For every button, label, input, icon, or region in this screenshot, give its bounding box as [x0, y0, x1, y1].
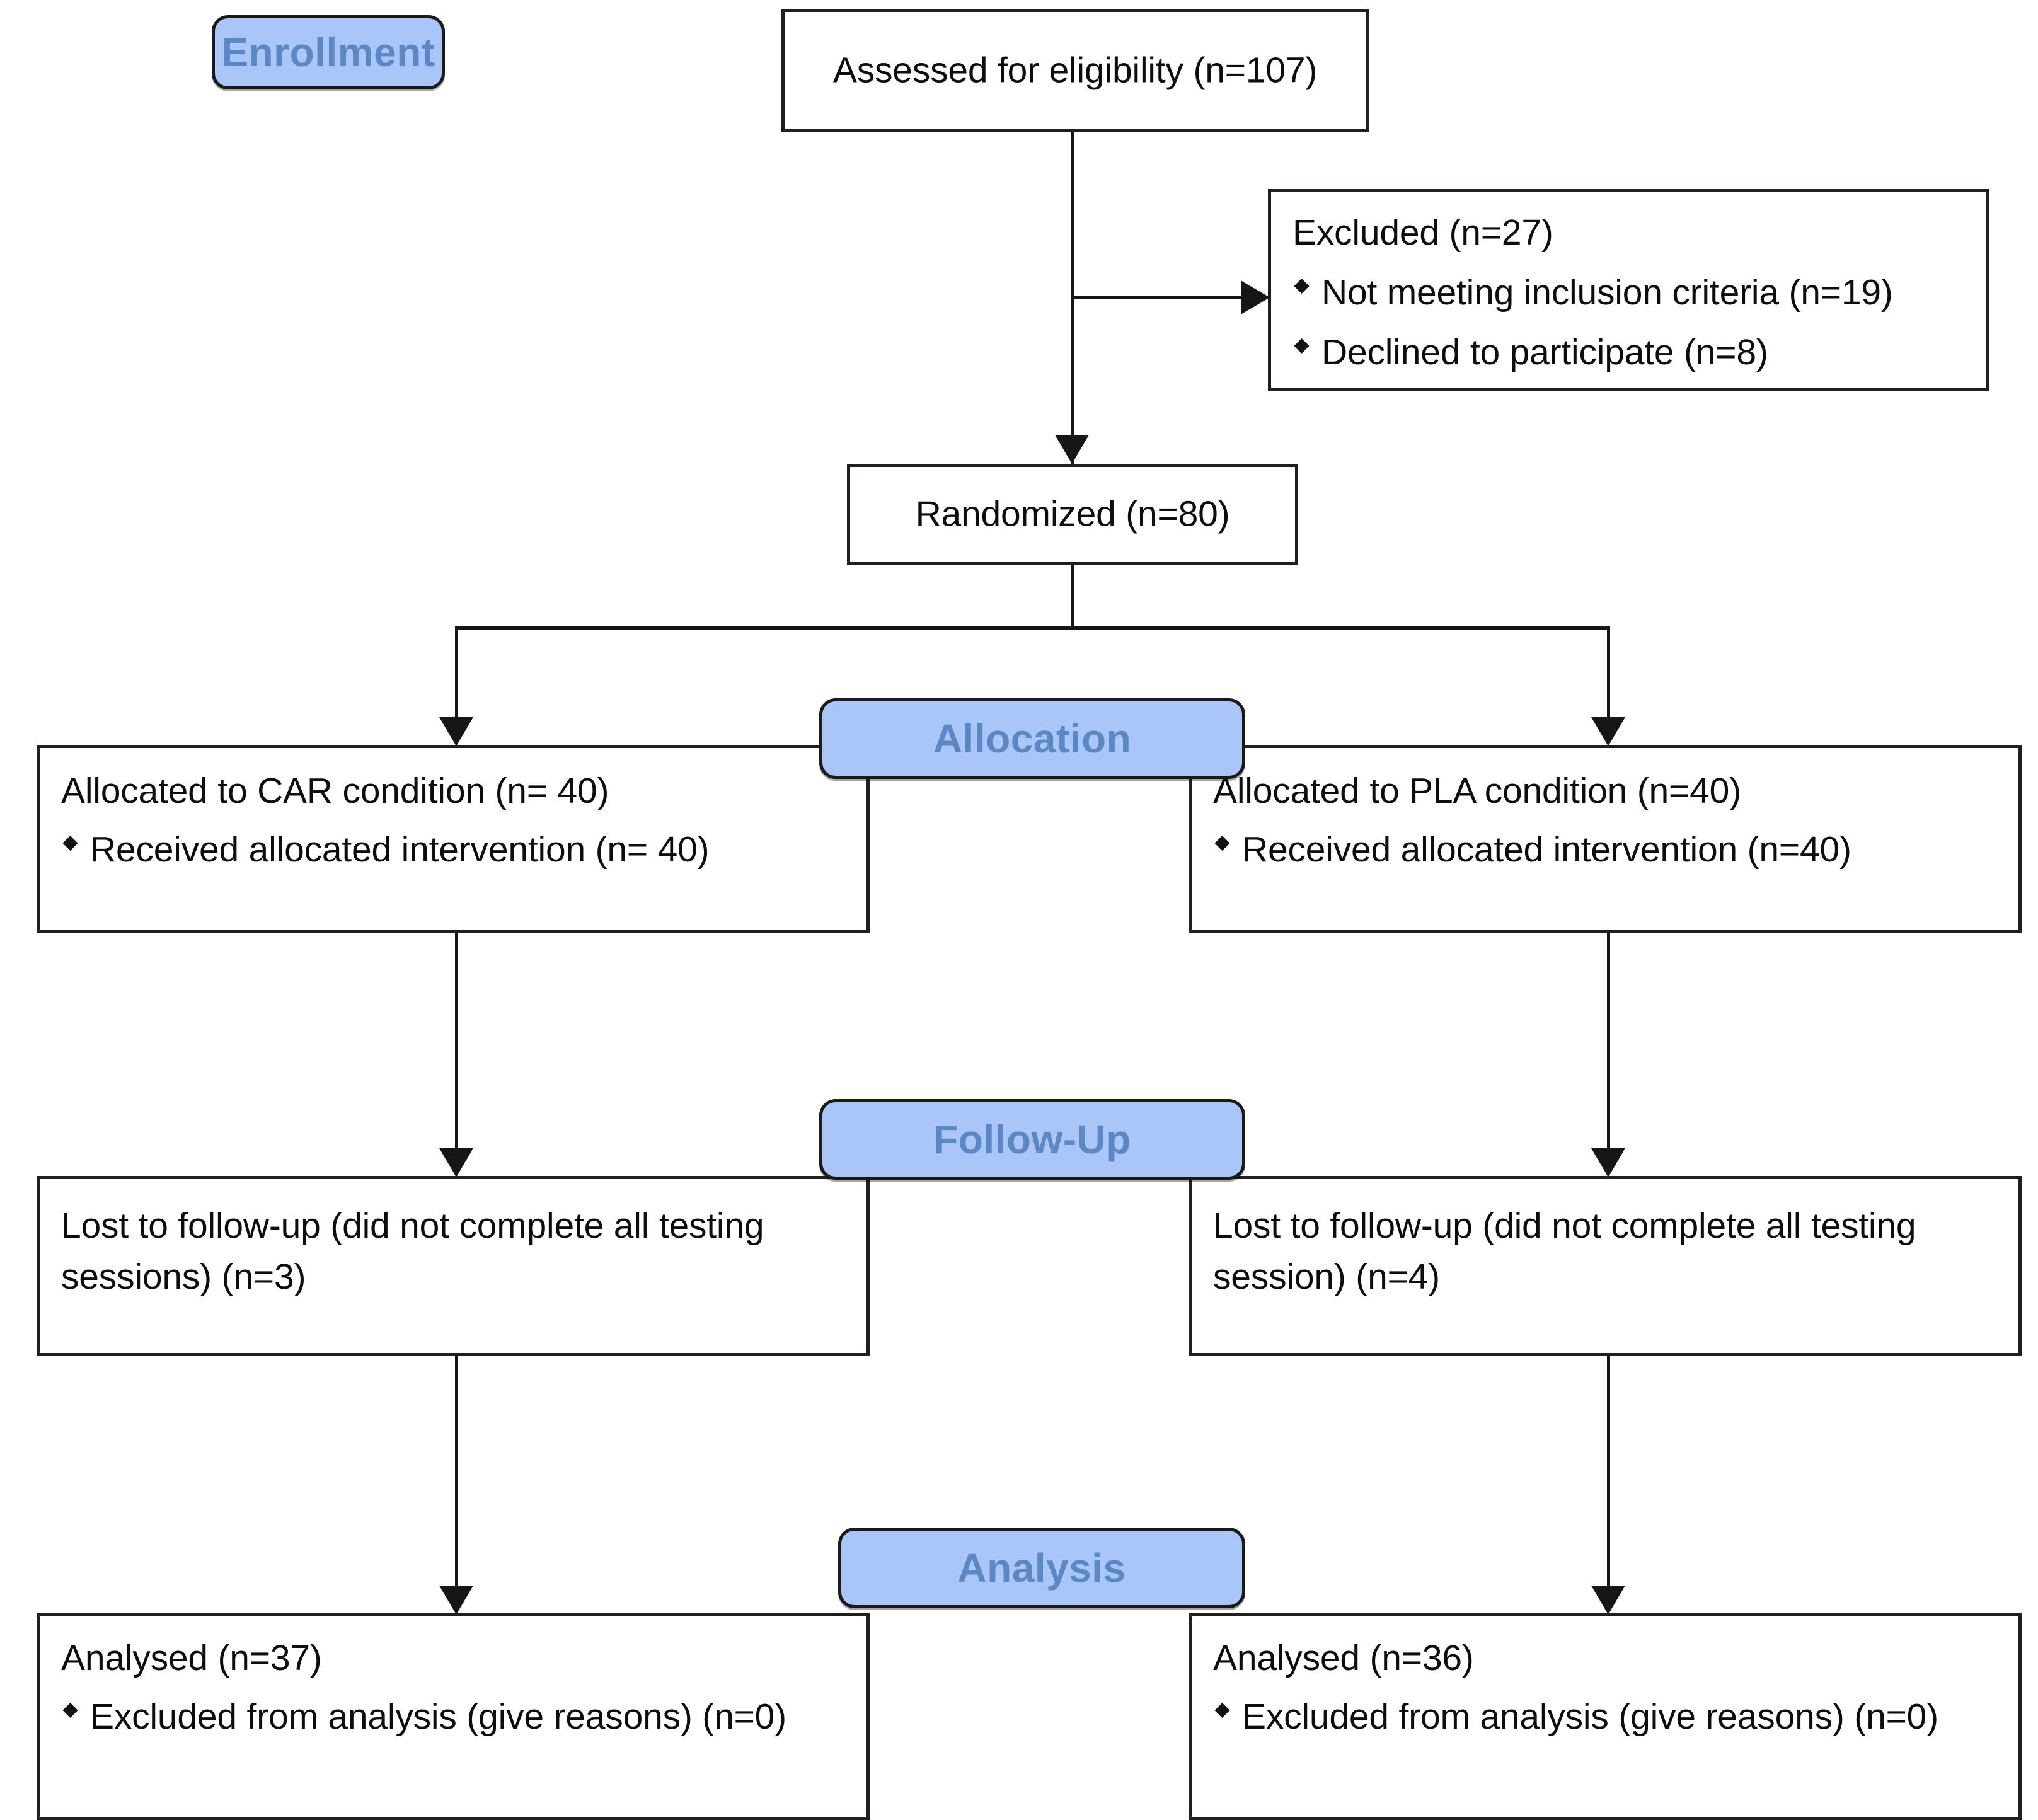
- allocation-right-list: Received allocated intervention (n=40): [1213, 824, 2007, 875]
- analysis-left-title: Analysed (n=37): [61, 1638, 322, 1678]
- allocation-left-list: Received allocated intervention (n= 40): [61, 824, 855, 875]
- allocation-left-item-text: Received allocated intervention (n= 40): [90, 829, 710, 870]
- arrow-to-allocation-right: [1591, 717, 1625, 746]
- stage-label-analysis-text: Analysis: [957, 1545, 1126, 1591]
- box-analysis-left: Analysed (n=37) Excluded from analysis (…: [37, 1613, 870, 1820]
- arrow-to-excluded: [1241, 280, 1270, 314]
- connector-right-followup-to-analysis: [1607, 1356, 1610, 1589]
- arrow-to-allocation-left: [439, 717, 473, 746]
- arrow-to-followup-left: [439, 1148, 473, 1177]
- box-excluded: Excluded (n=27) Not meeting inclusion cr…: [1268, 189, 1989, 391]
- box-randomized: Randomized (n=80): [847, 464, 1298, 565]
- list-item: Not meeting inclusion criteria (n=19): [1292, 267, 1974, 318]
- diamond-bullet-icon: [62, 1702, 78, 1718]
- excluded-reason-text: Not meeting inclusion criteria (n=19): [1321, 272, 1893, 313]
- arrow-to-analysis-right: [1591, 1586, 1625, 1615]
- connector-assessed-trunk: [1071, 132, 1074, 466]
- arrow-to-randomized: [1055, 435, 1089, 464]
- list-item: Excluded from analysis (give reasons) (n…: [61, 1691, 855, 1742]
- analysis-right-title: Analysed (n=36): [1213, 1638, 1474, 1678]
- stage-label-follow-up-text: Follow-Up: [933, 1117, 1131, 1162]
- connector-allocation-right-drop: [1607, 626, 1610, 721]
- connector-right-alloc-to-followup: [1607, 933, 1610, 1152]
- connector-to-excluded: [1071, 296, 1247, 299]
- diamond-bullet-icon: [1294, 278, 1310, 294]
- analysis-right-item-text: Excluded from analysis (give reasons) (n…: [1242, 1696, 1938, 1737]
- diamond-bullet-icon: [1214, 835, 1230, 851]
- list-item: Received allocated intervention (n= 40): [61, 824, 855, 875]
- list-item: Received allocated intervention (n=40): [1213, 824, 2007, 875]
- analysis-left-list: Excluded from analysis (give reasons) (n…: [61, 1691, 855, 1742]
- excluded-reason-list: Not meeting inclusion criteria (n=19) De…: [1292, 267, 1974, 378]
- connector-left-alloc-to-followup: [455, 933, 458, 1152]
- allocation-right-body: Allocated to PLA condition (n=40) Receiv…: [1213, 766, 2007, 875]
- allocation-right-title: Allocated to PLA condition (n=40): [1213, 771, 1741, 811]
- connector-allocation-left-drop: [455, 626, 458, 721]
- stage-label-analysis: Analysis: [838, 1528, 1245, 1608]
- box-analysis-right: Analysed (n=36) Excluded from analysis (…: [1189, 1613, 2022, 1820]
- excluded-reason-text: Declined to participate (n=8): [1321, 331, 1768, 372]
- excluded-body: Excluded (n=27) Not meeting inclusion cr…: [1292, 207, 1974, 378]
- box-assessed-for-eligibility: Assessed for eligibility (n=107): [781, 9, 1369, 132]
- diamond-bullet-icon: [1214, 1702, 1230, 1718]
- stage-label-enrollment-text: Enrollment: [221, 30, 435, 75]
- stage-label-enrollment: Enrollment: [212, 15, 445, 89]
- randomized-title: Randomized (n=80): [915, 493, 1230, 534]
- allocation-right-item-text: Received allocated intervention (n=40): [1242, 829, 1851, 870]
- box-followup-left: Lost to follow-up (did not complete all …: [37, 1176, 870, 1356]
- arrow-to-analysis-left: [439, 1586, 473, 1615]
- stage-label-follow-up: Follow-Up: [819, 1099, 1245, 1180]
- excluded-title: Excluded (n=27): [1292, 212, 1553, 253]
- stage-label-allocation: Allocation: [819, 698, 1245, 779]
- list-item: Excluded from analysis (give reasons) (n…: [1213, 1691, 2007, 1742]
- followup-right-title: Lost to follow-up (did not complete all …: [1213, 1206, 1916, 1297]
- followup-left-title: Lost to follow-up (did not complete all …: [61, 1206, 764, 1297]
- analysis-right-list: Excluded from analysis (give reasons) (n…: [1213, 1691, 2007, 1742]
- assessed-title: Assessed for eligibility (n=107): [832, 50, 1318, 91]
- box-allocation-right: Allocated to PLA condition (n=40) Receiv…: [1189, 745, 2022, 933]
- analysis-right-body: Analysed (n=36) Excluded from analysis (…: [1213, 1633, 2007, 1742]
- box-followup-right: Lost to follow-up (did not complete all …: [1189, 1176, 2022, 1356]
- arrow-to-followup-right: [1591, 1148, 1625, 1177]
- box-allocation-left: Allocated to CAR condition (n= 40) Recei…: [37, 745, 870, 933]
- diamond-bullet-icon: [1294, 338, 1310, 354]
- connector-left-followup-to-analysis: [455, 1356, 458, 1589]
- allocation-left-body: Allocated to CAR condition (n= 40) Recei…: [61, 766, 855, 875]
- stage-label-allocation-text: Allocation: [933, 716, 1132, 761]
- list-item: Declined to participate (n=8): [1292, 327, 1974, 378]
- diamond-bullet-icon: [62, 835, 78, 851]
- connector-randomized-down: [1071, 565, 1074, 628]
- allocation-left-title: Allocated to CAR condition (n= 40): [61, 771, 609, 811]
- connector-allocation-split: [455, 626, 1610, 630]
- analysis-left-body: Analysed (n=37) Excluded from analysis (…: [61, 1633, 855, 1742]
- analysis-left-item-text: Excluded from analysis (give reasons) (n…: [90, 1696, 786, 1737]
